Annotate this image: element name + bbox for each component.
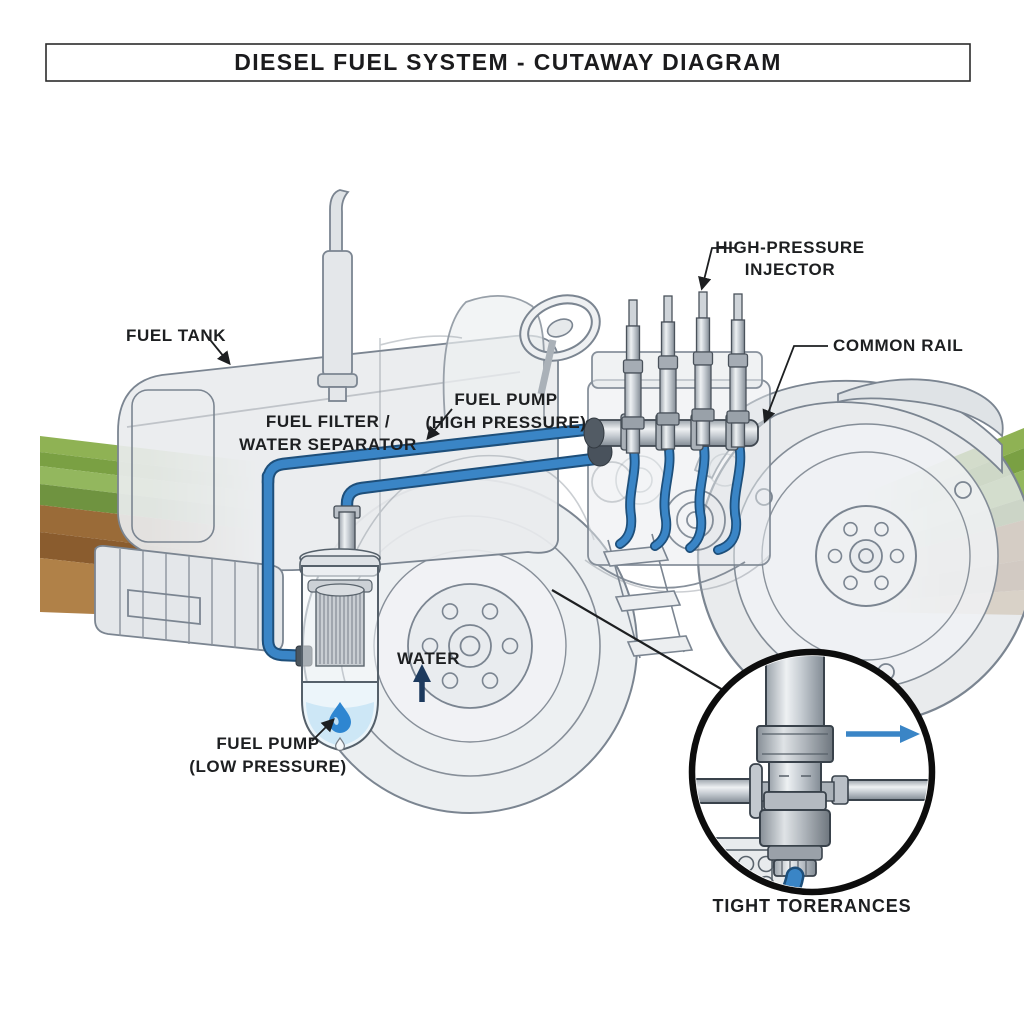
inset-caption: TIGHT TORERANCES xyxy=(712,896,911,916)
pump-hp-label-line2: (HIGH PRESSURE) xyxy=(425,413,586,432)
common-rail-assembly xyxy=(583,291,759,454)
fuel-tank-label: FUEL TANK xyxy=(126,326,226,345)
hp-injector-label-line1: HIGH-PRESSURE xyxy=(715,238,865,257)
drain-drop-icon xyxy=(334,736,346,751)
steering-column xyxy=(537,339,557,395)
fuel-filter-label-line2: WATER SEPARATOR xyxy=(239,435,417,454)
pump-hp-label-line1: FUEL PUMP xyxy=(454,390,557,409)
pump-lp-label-line1: FUEL PUMP xyxy=(216,734,319,753)
hp-injector-leader xyxy=(698,247,736,291)
injector-4 xyxy=(726,293,750,448)
pump-lp-arrow xyxy=(311,718,335,742)
pump-hp-arrow xyxy=(426,408,453,441)
water-label: WATER xyxy=(397,649,460,668)
operator-seat xyxy=(442,294,545,420)
callout-labels: FUEL TANK HIGH-PRESSURE INJECTOR COMMON … xyxy=(126,238,963,776)
supply-lines xyxy=(261,422,601,663)
fuel-flow-arrow-icon xyxy=(846,725,920,743)
title-bar: DIESEL FUEL SYSTEM - CUTAWAY DIAGRAM xyxy=(45,43,971,82)
injector-return-lines xyxy=(615,435,746,555)
rear-wheel xyxy=(696,386,1024,726)
page-title: DIESEL FUEL SYSTEM - CUTAWAY DIAGRAM xyxy=(234,49,782,75)
injectors xyxy=(621,291,750,454)
ladder-steps xyxy=(602,533,694,659)
front-weight-block xyxy=(94,544,284,652)
common-rail-label: COMMON RAIL xyxy=(833,336,963,355)
steering-wheel xyxy=(519,294,601,362)
inset-circle-border xyxy=(688,648,936,896)
filter-element xyxy=(315,583,365,667)
pump-lp-label-line2: (LOW PRESSURE) xyxy=(189,757,347,776)
magnifier-leader-line xyxy=(551,589,741,701)
injector-2 xyxy=(656,295,680,450)
injector-1 xyxy=(621,299,645,454)
fuel-filter-label-line1: FUEL FILTER / xyxy=(266,412,390,431)
injector-3 xyxy=(691,291,715,446)
inset-detail: TIGHT TORERANCES xyxy=(688,648,936,916)
fuel-lines xyxy=(261,419,746,667)
water-up-arrow-icon xyxy=(413,664,431,702)
common-rail-leader xyxy=(762,345,828,424)
fuel-filter-assembly xyxy=(299,505,381,752)
fuel-tank-arrow xyxy=(206,335,231,366)
title-box xyxy=(45,43,971,82)
hp-injector-label-line2: INJECTOR xyxy=(745,260,835,279)
exhaust-stack xyxy=(317,189,358,402)
tractor-body xyxy=(94,189,1024,814)
